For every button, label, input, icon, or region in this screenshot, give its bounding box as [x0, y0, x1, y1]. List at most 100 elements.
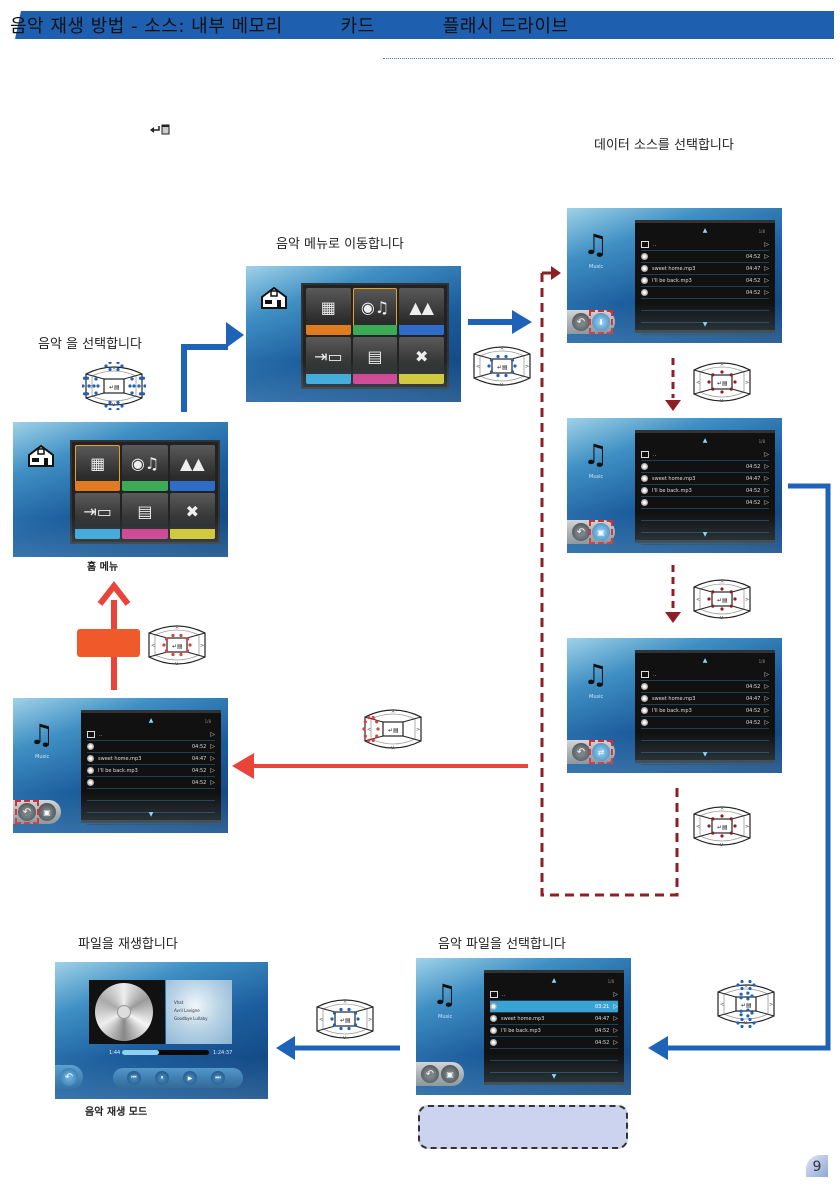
- list-item[interactable]: 04:52▷: [641, 461, 769, 473]
- source-button[interactable]: ▣: [38, 803, 56, 821]
- tile-video[interactable]: ▦: [306, 288, 351, 335]
- scroll-up-icon[interactable]: ▲: [702, 437, 708, 444]
- file-name: I'll be back.mp3: [501, 1027, 541, 1034]
- remote-dpad-enter-blue: ↵▤^v<>: [313, 995, 377, 1047]
- scroll-down-icon[interactable]: ▼: [702, 531, 708, 538]
- list-item-empty: [641, 753, 769, 765]
- list-item[interactable]: 04:52▷: [641, 287, 769, 299]
- source-button[interactable]: ⬇: [592, 313, 610, 331]
- scroll-down-icon[interactable]: ▼: [551, 1073, 557, 1080]
- svg-text:↵▤: ↵▤: [497, 364, 508, 371]
- tile-input[interactable]: ⇥▭: [75, 493, 121, 539]
- list-item[interactable]: ..▷: [641, 239, 769, 251]
- tile-music[interactable]: ◉♫: [352, 288, 398, 335]
- svg-text:<: <: [367, 727, 371, 733]
- progress-bar[interactable]: [122, 1050, 209, 1055]
- svg-text:v: v: [744, 1020, 747, 1026]
- progress-fill: [122, 1050, 159, 1055]
- list-item[interactable]: 03:21▷: [490, 1001, 618, 1013]
- tile-photo[interactable]: ▲▲: [169, 445, 215, 491]
- list-item[interactable]: 04:52▷: [641, 681, 769, 693]
- tile-input[interactable]: ⇥▭: [306, 337, 351, 384]
- file-name: I'll be back.mp3: [652, 707, 692, 714]
- music-app-label: Music: [589, 694, 604, 700]
- scroll-up-icon[interactable]: ▲: [702, 227, 708, 234]
- scroll-up-icon[interactable]: ▲: [551, 977, 557, 984]
- svg-text:>: >: [416, 727, 420, 733]
- caption-play-file: 파일을 재생합니다: [78, 937, 178, 952]
- list-item[interactable]: 04:52▷: [641, 717, 769, 729]
- play-button[interactable]: ▶: [183, 1071, 197, 1085]
- play-icon: ▷: [764, 499, 769, 506]
- tile-settings[interactable]: ✖: [399, 337, 444, 384]
- scroll-up-icon[interactable]: ▲: [702, 657, 708, 664]
- back-button[interactable]: ↶: [572, 313, 590, 331]
- svg-text:^: ^: [720, 808, 724, 814]
- list-item[interactable]: ..▷: [490, 989, 618, 1001]
- svg-text:v: v: [175, 661, 178, 667]
- list-item-empty: [641, 509, 769, 521]
- tile-video[interactable]: ▦: [75, 445, 121, 491]
- tile-settings[interactable]: ✖: [169, 493, 215, 539]
- tile-music[interactable]: ◉♫: [122, 445, 168, 491]
- play-icon: ▷: [764, 289, 769, 296]
- list-item-empty: [641, 311, 769, 323]
- list-item[interactable]: ..▷: [641, 449, 769, 461]
- list-item[interactable]: ..▷: [641, 669, 769, 681]
- tile-document[interactable]: ▤: [122, 493, 168, 539]
- music-app-label: Music: [438, 1014, 453, 1020]
- previous-track-button[interactable]: ⏮: [127, 1071, 141, 1085]
- next-track-button[interactable]: ⏭: [211, 1071, 225, 1085]
- back-button[interactable]: ↶: [421, 1065, 439, 1083]
- back-button[interactable]: ↶: [572, 523, 590, 541]
- title-part-source: 음악 재생 방법 - 소스: 내부 메모리: [10, 16, 283, 37]
- song-disc-icon: [641, 253, 648, 260]
- folder-icon: [87, 731, 95, 738]
- scroll-up-icon[interactable]: ▲: [148, 717, 154, 724]
- song-disc-icon: [641, 475, 648, 482]
- scroll-down-icon[interactable]: ▼: [148, 811, 154, 818]
- list-item[interactable]: 04:52▷: [87, 777, 215, 789]
- play-icon: ▷: [764, 707, 769, 714]
- list-item[interactable]: 04:52▷: [641, 251, 769, 263]
- home-menu-grid: ▦ ◉♫ ▲▲ ⇥▭ ▤ ✖: [70, 440, 220, 544]
- source-button[interactable]: ▣: [592, 523, 610, 541]
- scroll-down-icon[interactable]: ▼: [702, 751, 708, 758]
- source-button[interactable]: ▣: [441, 1065, 459, 1083]
- tile-photo[interactable]: ▲▲: [399, 288, 444, 335]
- svg-text:^: ^: [500, 348, 504, 354]
- list-item[interactable]: ..▷: [87, 729, 215, 741]
- note-box: [418, 1105, 628, 1149]
- list-item-empty: [87, 789, 215, 801]
- song-disc-icon: [641, 463, 648, 470]
- back-button[interactable]: ↶: [18, 803, 36, 821]
- song-disc-icon: [490, 1015, 497, 1022]
- play-icon: ▷: [764, 253, 769, 260]
- pause-button[interactable]: ⏸: [155, 1071, 169, 1085]
- svg-text:>: >: [745, 597, 749, 603]
- folder-icon: [641, 451, 649, 458]
- source-button[interactable]: ⇄: [592, 743, 610, 761]
- tile-document[interactable]: ▤: [352, 337, 398, 384]
- remote-dpad-up-down-blue: ↵▤^v<>: [714, 979, 778, 1032]
- scroll-down-icon[interactable]: ▼: [702, 321, 708, 328]
- remote-dpad-enter-red: ↵▤^v<>: [690, 575, 754, 627]
- file-name: ..: [653, 451, 657, 458]
- list-item[interactable]: 04:52▷: [641, 497, 769, 509]
- back-button[interactable]: ↶: [60, 1068, 78, 1086]
- list-item[interactable]: 04:52▷: [87, 741, 215, 753]
- back-button[interactable]: ↶: [572, 743, 590, 761]
- list-item[interactable]: 04:52▷: [490, 1037, 618, 1049]
